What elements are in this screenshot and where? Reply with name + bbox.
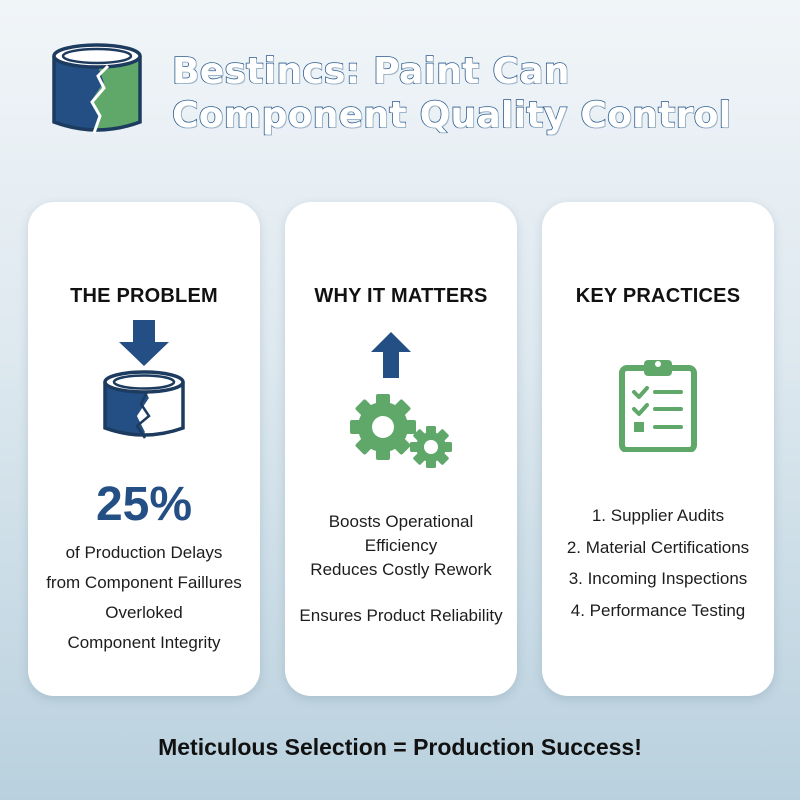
list-item: from Component Faillures	[46, 573, 242, 592]
card-why-it-matters: WHY IT MATTERS	[285, 202, 517, 696]
list-item: Overloked	[105, 603, 183, 622]
list-item: Component Integrity	[67, 633, 221, 652]
down-arrow-broken-can-icon	[103, 320, 185, 439]
list-item: 3. Incoming Inspections	[568, 569, 748, 588]
practices-list: 1. Supplier Audits 2. Material Certifica…	[542, 500, 774, 626]
list-item: 1. Supplier Audits	[591, 506, 725, 525]
card-heading: KEY PRACTICES	[575, 285, 741, 307]
footer-tagline: Meticulous Selection = Production Succes…	[158, 734, 642, 760]
card-key-practices: KEY PRACTICES 1. Supplier Audits 2. Mate…	[542, 202, 774, 696]
broken-paint-can-icon	[52, 43, 142, 134]
title-line-1: Bestincs: Paint Can	[171, 50, 570, 93]
list-item: Ensures Product Reliability	[299, 606, 503, 625]
card-heading: THE PROBLEM	[70, 285, 218, 307]
list-item: Efficiency	[364, 536, 438, 555]
large-gear-icon	[350, 394, 416, 460]
card-heading: WHY IT MATTERS	[314, 285, 488, 307]
stat-percentage: 25%	[95, 478, 193, 531]
small-gear-icon	[410, 426, 452, 468]
matters-list: Boosts Operational Efficiency Reduces Co…	[285, 510, 517, 628]
clipboard-checklist-icon	[619, 360, 697, 452]
list-item: 4. Performance Testing	[570, 600, 746, 620]
page-title: Bestincs: Paint Can Component Quality Co…	[171, 50, 772, 138]
title-line-2: Component Quality Control	[171, 94, 732, 137]
list-item: Reduces Costly Rework	[310, 560, 492, 579]
header: Bestincs: Paint Can Component Quality Co…	[48, 40, 768, 150]
problem-list: of Production Delays from Component Fail…	[28, 538, 260, 658]
up-arrow-gears-icon	[350, 332, 452, 468]
list-item: Boosts Operational	[328, 512, 474, 531]
card-the-problem: THE PROBLEM 25% of Production Delays fro…	[28, 202, 260, 696]
list-item: of Production Delays	[65, 543, 223, 562]
list-item: 2. Material Certifications	[566, 537, 750, 557]
